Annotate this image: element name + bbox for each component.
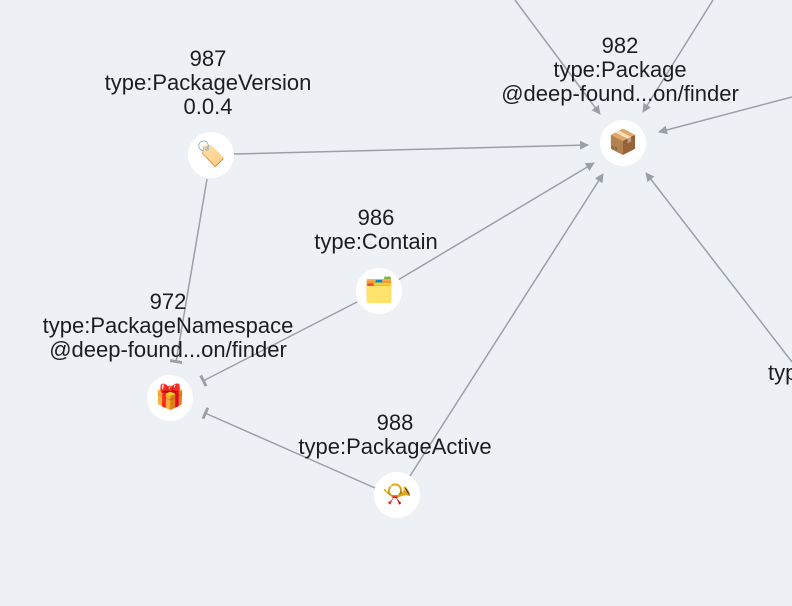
edge-offscreen-right-to-982 — [658, 96, 792, 135]
wrapped-gift-icon: 🎁 — [155, 384, 185, 411]
node-972[interactable]: 🎁 — [147, 375, 193, 421]
edge-988-to-972 — [201, 407, 376, 489]
postal-horn-icon: 📯 — [382, 481, 412, 508]
node-988[interactable]: 📯 — [374, 472, 420, 518]
node-986[interactable]: 🗂️ — [356, 268, 402, 314]
edge-986-to-982 — [397, 162, 595, 281]
edge-988-to-982 — [409, 173, 604, 477]
node-982[interactable]: 📦 — [600, 120, 646, 166]
card-index-dividers-icon: 🗂️ — [364, 277, 394, 304]
edge-offscreen-lower-right-to-982 — [645, 172, 792, 363]
edge-offscreen-top-left-to-982 — [514, 0, 601, 115]
edge-987-to-972 — [169, 178, 208, 364]
package-icon: 📦 — [608, 129, 638, 156]
edge-offscreen-top-right-to-982 — [642, 0, 714, 113]
edge-987-to-982 — [233, 140, 589, 155]
edge-986-to-972 — [199, 301, 358, 387]
tag-icon: 🏷️ — [196, 141, 226, 168]
node-987[interactable]: 🏷️ — [188, 132, 234, 178]
